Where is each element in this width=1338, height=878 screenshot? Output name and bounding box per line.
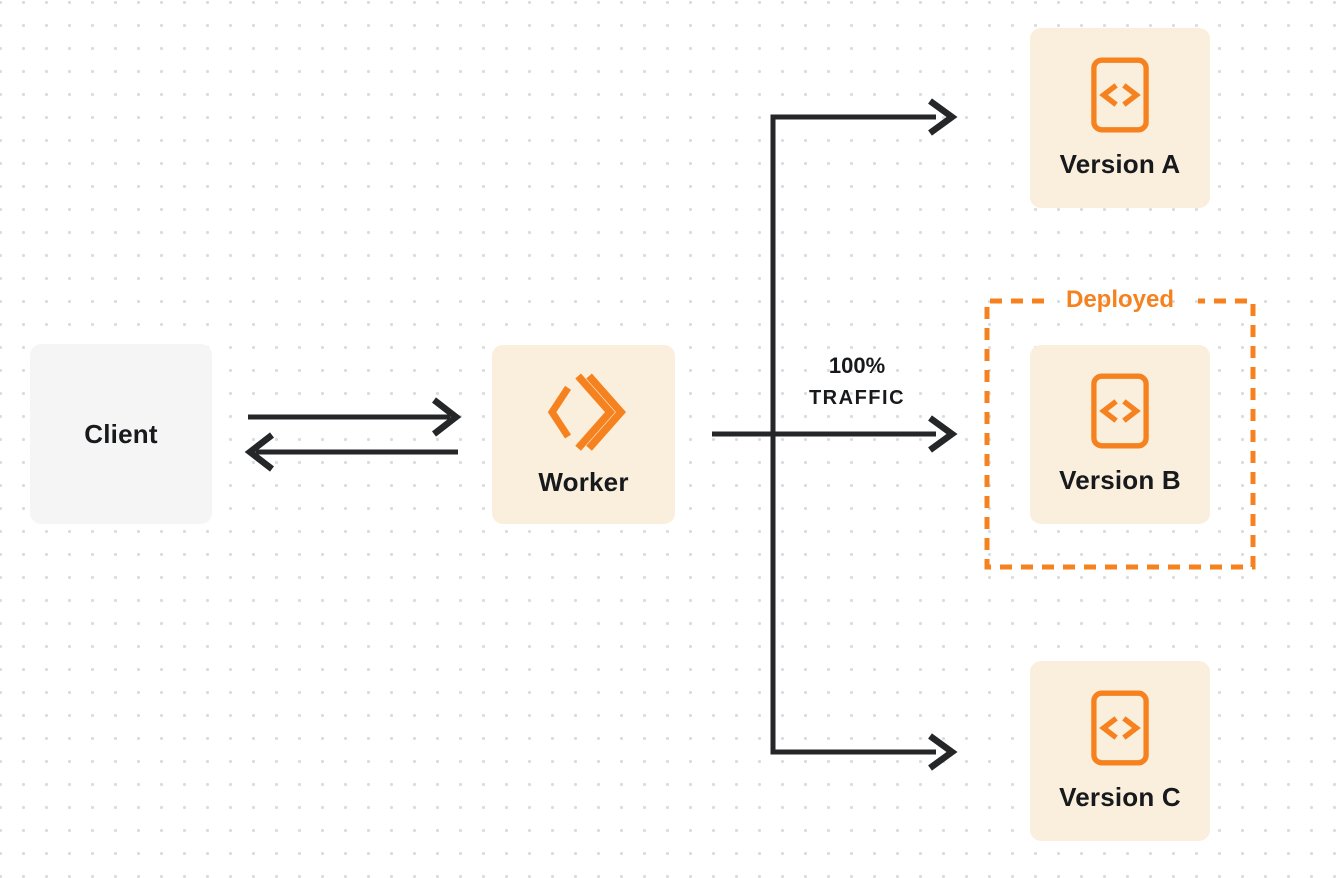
client-node-label: Client: [84, 418, 158, 449]
code-file-icon: [1091, 57, 1149, 133]
worker-node: Worker: [492, 345, 675, 524]
arrowhead-version-c: [928, 733, 958, 771]
version-b-node: Version B: [1030, 345, 1210, 524]
worker-node-label: Worker: [538, 467, 629, 497]
deployed-group-label: Deployed: [1065, 286, 1175, 313]
version-c-node: Version C: [1030, 661, 1210, 841]
version-c-node-label: Version C: [1059, 781, 1181, 812]
version-b-node-label: Version B: [1059, 465, 1181, 495]
arrowhead-version-b: [928, 415, 958, 453]
client-to-worker-arrow: [248, 397, 462, 437]
code-file-icon: [1091, 690, 1149, 766]
arrowhead-version-a: [928, 98, 958, 136]
code-file-icon: [1091, 373, 1149, 449]
traffic-percent-value: 100%: [828, 353, 886, 378]
worker-fanout-lines: [712, 114, 936, 755]
worker-to-client-arrow: [244, 432, 458, 472]
version-a-node: Version A: [1030, 28, 1210, 208]
traffic-word: TRAFFIC: [808, 387, 906, 409]
client-node: Client: [30, 344, 212, 524]
version-a-node-label: Version A: [1059, 148, 1181, 179]
worker-chevrons-icon: [542, 371, 626, 455]
traffic-percentage-label: 100% TRAFFIC: [777, 350, 937, 414]
